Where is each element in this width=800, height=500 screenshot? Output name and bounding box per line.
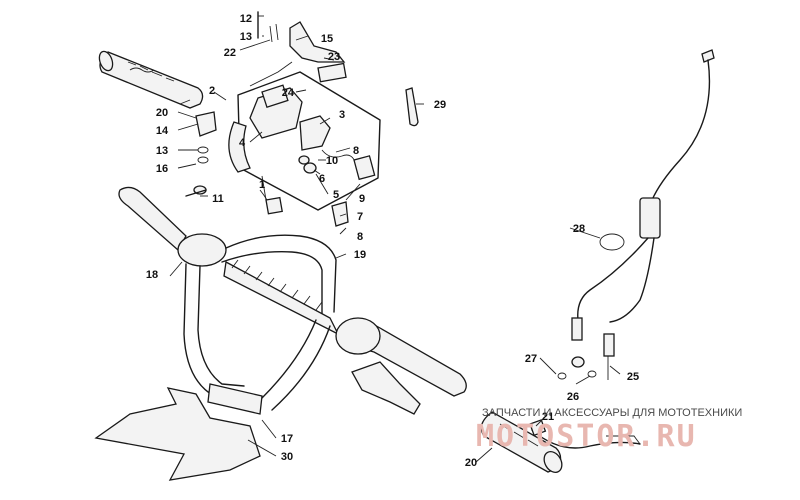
watermark-caption: ЗАПЧАСТИ И АКСЕССУАРЫ ДЛЯ МОТОТЕХНИКИ: [482, 407, 742, 419]
callout-26: 26: [567, 391, 579, 403]
callout-25: 25: [627, 371, 639, 383]
clamp-bolts: [185, 111, 217, 197]
callout-6: 6: [319, 173, 325, 185]
callout-20-bottom: 20: [465, 457, 477, 469]
callout-5: 5: [333, 189, 339, 201]
watermark: MOTOSTOR.RU ЗАПЧАСТИ И АКСЕССУАРЫ ДЛЯ МО…: [476, 407, 742, 454]
callout-labels: 12 13 22 15 23 24 29 2 3 4 20 14 13 16 1…: [146, 13, 639, 469]
callout-30: 30: [281, 451, 293, 463]
callout-27: 27: [525, 353, 537, 365]
callout-18: 18: [146, 269, 158, 281]
leader-lines: [169, 15, 621, 463]
right-grip: [480, 411, 641, 473]
callout-8-bottom: 8: [357, 231, 363, 243]
callout-14: 14: [156, 125, 169, 137]
callout-13-left: 13: [156, 145, 168, 157]
callout-1: 1: [259, 179, 265, 191]
callout-23: 23: [328, 51, 340, 63]
callout-29: 29: [434, 99, 446, 111]
callout-10: 10: [326, 155, 338, 167]
callout-28: 28: [573, 223, 585, 235]
callout-21: 21: [542, 411, 554, 423]
callout-4: 4: [239, 137, 246, 149]
pin-29: [405, 87, 419, 127]
callout-11: 11: [212, 193, 224, 205]
callout-12: 12: [240, 13, 252, 25]
callout-16: 16: [156, 163, 168, 175]
left-grip: [98, 50, 204, 109]
watermark-logo: MOTOSTOR.RU: [476, 419, 697, 454]
callout-19: 19: [354, 249, 366, 261]
throttle-lever: [249, 11, 347, 87]
callout-17: 17: [281, 433, 293, 445]
callout-13-top: 13: [240, 31, 252, 43]
callout-24: 24: [282, 87, 295, 99]
callout-2: 2: [209, 85, 215, 97]
brake-cable: [557, 49, 715, 380]
callout-8-top: 8: [353, 145, 359, 157]
callout-20-top: 20: [156, 107, 168, 119]
switch-housing: [228, 71, 381, 227]
callout-3: 3: [339, 109, 345, 121]
callout-22: 22: [224, 47, 236, 59]
handlebar: [94, 186, 467, 481]
callout-15: 15: [321, 33, 333, 45]
callout-7: 7: [357, 211, 363, 223]
callout-9: 9: [359, 193, 365, 205]
